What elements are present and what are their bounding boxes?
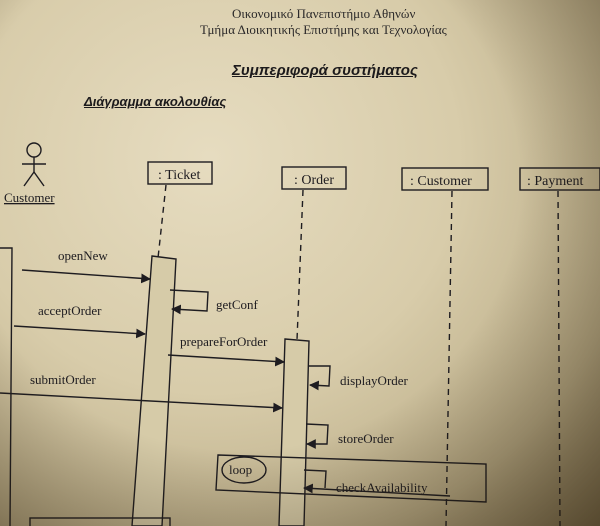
label-check-availability: checkAvailability <box>336 480 428 495</box>
lifeline-order <box>296 189 304 341</box>
message-prepare-for-order <box>167 354 285 367</box>
self-call-getconf <box>169 289 209 315</box>
activation-order <box>278 338 310 526</box>
lifeline-label-ticket: : Ticket <box>158 168 201 183</box>
check-availability-bracket <box>303 469 327 489</box>
label-open-new: openNew <box>58 248 108 263</box>
label-display-order: displayOrder <box>340 373 409 388</box>
label-accept-order: acceptOrder <box>38 303 102 318</box>
label-submit-order: submitOrder <box>30 372 96 387</box>
label-loop: loop <box>229 462 252 477</box>
actor-label: Customer <box>4 190 55 205</box>
self-call-store-order <box>305 423 329 449</box>
message-accept-order <box>13 325 146 339</box>
message-open-new <box>21 269 151 284</box>
activation-ticket <box>131 255 177 526</box>
lifeline-customer <box>445 190 453 526</box>
label-store-order: storeOrder <box>338 431 394 446</box>
lifeline-ticket <box>157 184 167 259</box>
self-call-display-order <box>308 365 331 391</box>
lifeline-label-payment: : Payment <box>527 174 583 189</box>
lifeline-label-order: : Order <box>294 173 334 188</box>
actor-figure <box>22 142 46 187</box>
activation-actor <box>0 247 13 526</box>
label-get-conf: getConf <box>216 297 259 312</box>
lifeline-label-customer: : Customer <box>410 174 472 189</box>
lifeline-payment <box>557 190 561 526</box>
label-prepare-for-order: prepareForOrder <box>180 334 268 349</box>
